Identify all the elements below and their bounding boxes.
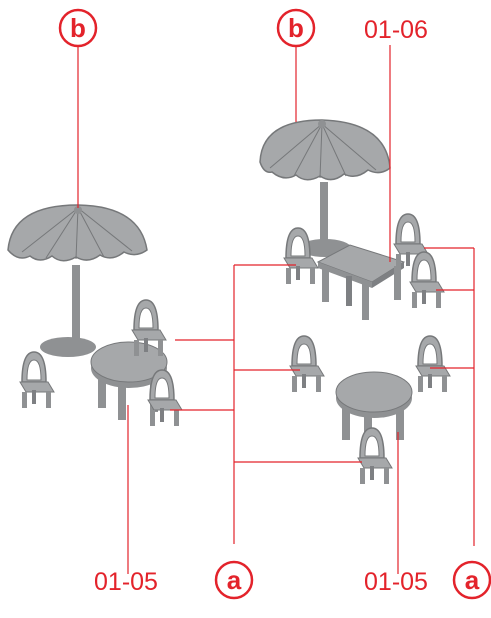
code-01-06: 01-06	[364, 16, 428, 44]
letter-b-left: b	[70, 13, 86, 43]
chair-left-side	[19, 351, 55, 409]
leader-lines	[77, 45, 475, 574]
letter-b-right: b	[288, 13, 304, 43]
chair-left-front	[147, 369, 183, 427]
callout-umbrella-right: b	[276, 8, 316, 48]
letter-a-right: a	[465, 565, 480, 595]
callout-chairs-left: a	[214, 560, 254, 600]
callout-umbrella-left: b	[58, 8, 98, 48]
code-01-05-right: 01-05	[364, 568, 428, 596]
square-table	[316, 244, 406, 320]
umbrella-left	[7, 204, 148, 357]
letter-a-left: a	[227, 565, 242, 595]
umbrella-right	[259, 119, 391, 257]
chair-right-front	[357, 427, 393, 485]
code-01-05-left: 01-05	[94, 568, 158, 596]
callout-chairs-right: a	[452, 560, 491, 600]
chair-right-1	[283, 227, 319, 285]
chair-right-3	[409, 251, 445, 309]
chair-right-4	[289, 335, 325, 393]
chair-right-5	[415, 335, 451, 393]
